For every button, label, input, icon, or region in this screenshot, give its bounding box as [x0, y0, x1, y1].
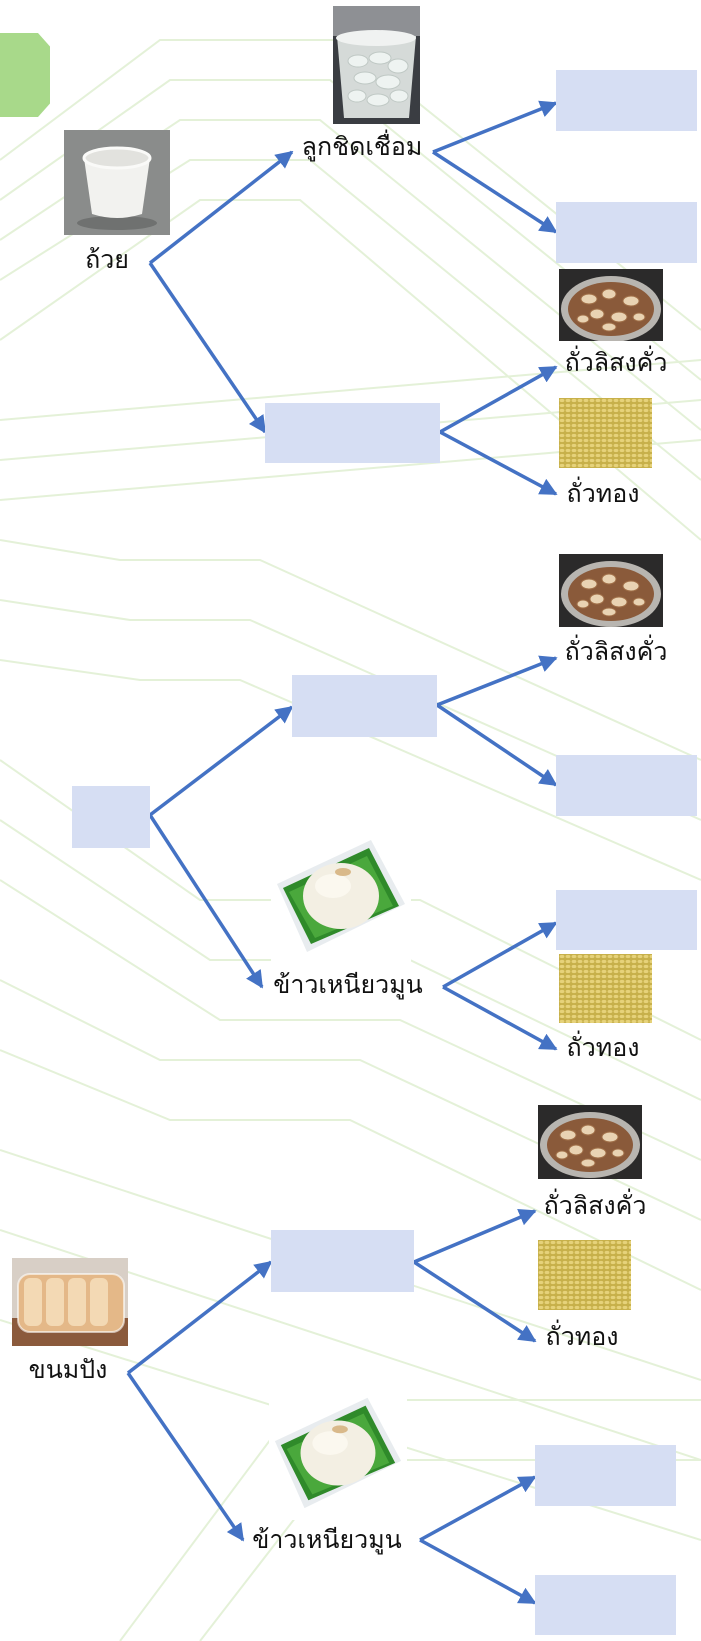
item-blank-box: [265, 403, 440, 463]
leaf-label: ถั่วลิสงคั่ว: [543, 1191, 647, 1220]
item-label: ลูกชิดเชื่อม: [301, 132, 423, 161]
item-label: ข้าวเหนียวมูน: [273, 970, 423, 999]
sticky-rice-image: [269, 1383, 407, 1521]
root-blank-box: [72, 786, 150, 848]
bread-image: [12, 1258, 128, 1346]
mung-bean-image: [559, 398, 652, 468]
peanut-image: [538, 1105, 642, 1179]
corner-tab: [0, 33, 50, 117]
item-blank-box: [292, 675, 437, 737]
leaf-label: ถั่วทอง: [566, 1033, 640, 1062]
mung-bean-image: [538, 1240, 631, 1310]
leaf-label: ถั่วลิสงคั่ว: [564, 637, 668, 666]
item-blank-box: [271, 1230, 414, 1292]
palm-seed-image: [333, 6, 420, 124]
item-label: ข้าวเหนียวมูน: [252, 1525, 402, 1554]
leaf-blank-box: [535, 1575, 676, 1635]
sticky-rice-image: [271, 826, 411, 964]
cup-image: [64, 130, 170, 235]
root-label: ขนมปัง: [28, 1355, 108, 1384]
leaf-label: ถั่วทอง: [566, 479, 640, 508]
leaf-blank-box: [556, 70, 697, 131]
leaf-label: ถั่วทอง: [545, 1322, 619, 1351]
leaf-blank-box: [556, 202, 697, 263]
leaf-blank-box: [556, 755, 697, 816]
mung-bean-image: [559, 954, 652, 1023]
peanut-image: [559, 554, 663, 627]
leaf-label: ถั่วลิสงคั่ว: [564, 348, 668, 377]
root-label: ถ้วย: [85, 245, 129, 274]
leaf-blank-box: [556, 890, 697, 950]
leaf-blank-box: [535, 1445, 676, 1506]
peanut-image: [559, 269, 663, 341]
